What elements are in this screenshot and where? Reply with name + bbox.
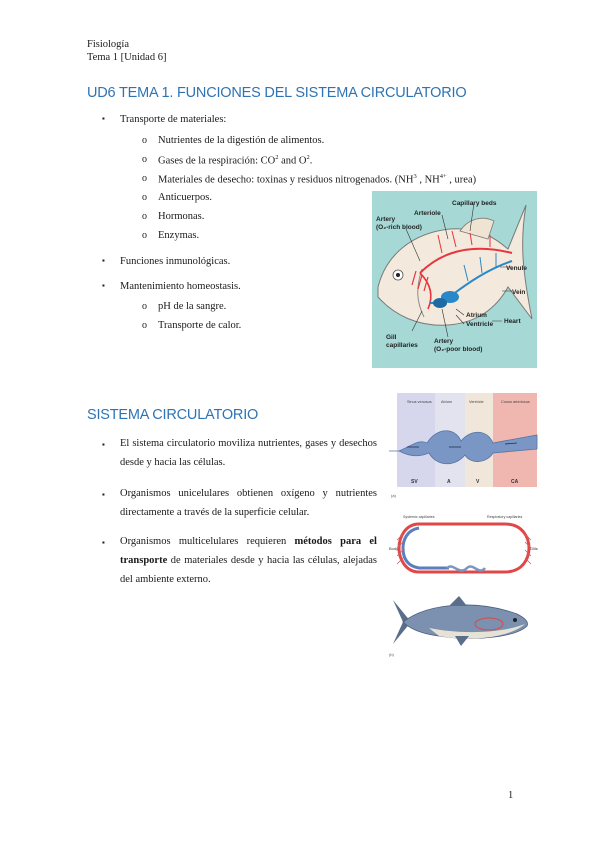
tuna-belly (429, 624, 525, 639)
dorsal-artery (419, 247, 513, 274)
label-sinus-venosus: Sinus venosus (407, 400, 432, 404)
ventricle-shape (433, 298, 447, 308)
tuna-eye (513, 618, 517, 622)
bullet-icon: ▪ (102, 538, 105, 547)
label-ventricle: Ventricle (466, 321, 493, 328)
single-circulation-circuit-figure: Systemic capillaries Respiratory capilla… (389, 515, 538, 574)
label-gills: Gills (530, 546, 538, 551)
label-body: Body (389, 546, 398, 551)
circle-bullet-icon: o (142, 192, 147, 203)
bullet-icon: ▪ (102, 281, 105, 290)
respiratory-capillaries (524, 533, 532, 565)
label-artery-poor-note: (O₂-poor blood) (434, 346, 482, 353)
blood-circuit-blue (401, 526, 449, 570)
label-systemic-capillaries: Systemic capillaries (403, 515, 435, 519)
label-atrium-top: Atrium (441, 400, 452, 404)
label-conus-arteriosus: Conus arteriosus (501, 400, 530, 404)
header-topic: Tema 1 [Unidad 6] (87, 52, 167, 63)
paragraph-circulatory-function: El sistema circulatorio moviliza nutrien… (120, 438, 377, 468)
page-number: 1 (508, 790, 514, 801)
label-atrium: Atrium (466, 312, 487, 319)
label-respiratory-capillaries: Respiratory capillaries (487, 515, 523, 519)
label-ventricle-top: Ventricle (469, 400, 484, 404)
label-leaders (405, 202, 512, 338)
label-a: A (447, 479, 451, 485)
fish-heart-chambers-figure: Sinus venosus Atrium Ventricle Conus art… (389, 393, 538, 498)
circle-bullet-icon: o (142, 173, 147, 184)
fish-circulation-figure: Capillary beds Arteriole Artery (O₂-rich… (372, 191, 537, 368)
gill-arteries (411, 270, 429, 292)
label-gill: Gill (386, 334, 397, 341)
label-ca: CA (511, 479, 519, 485)
label-capillary-beds: Capillary beds (452, 200, 497, 207)
heart-tube (389, 430, 538, 465)
label-heart: Heart (504, 318, 521, 325)
systemic-capillaries (396, 533, 404, 565)
label-artery-rich: Artery (376, 216, 396, 223)
fish-body (377, 204, 533, 326)
paragraph-multicellular: Organismos multicelulares requieren méto… (120, 536, 377, 585)
circle-bullet-icon: o (142, 154, 147, 165)
circle-bullet-icon: o (142, 301, 147, 312)
label-v: V (476, 479, 480, 485)
circle-bullet-icon: o (142, 135, 147, 146)
section-title-circulatory: SISTEMA CIRCULATORIO (87, 407, 259, 423)
vein-branches (463, 253, 497, 282)
blood-circuit-red (397, 522, 531, 574)
circle-bullet-icon: o (142, 211, 147, 222)
tuna-circulation-loop (474, 617, 504, 631)
header-subject: Fisiología (87, 39, 130, 50)
label-arteriole: Arteriole (414, 210, 441, 217)
bullet-icon: ▪ (102, 256, 105, 265)
bullet-icon: ▪ (102, 490, 105, 499)
panel-label-a: (a) (391, 493, 397, 498)
label-sv: SV (411, 479, 418, 485)
heart-in-circuit (446, 565, 486, 572)
paragraph-unicellular: Organismos unicelulares obtienen oxígeno… (120, 488, 377, 518)
flow-arrows (407, 442, 518, 448)
label-venule: Venule (506, 265, 527, 272)
circle-bullet-icon: o (142, 320, 147, 331)
label-vein: Vein (512, 289, 525, 296)
circle-bullet-icon: o (142, 230, 147, 241)
tuna-fish-figure: (b) (389, 596, 528, 657)
label-artery-rich-note: (O₂-rich blood) (376, 224, 422, 231)
dorsal-fin (459, 217, 495, 240)
label-artery-poor: Artery (434, 338, 454, 345)
artery-branches (437, 230, 491, 254)
section-title-functions: UD6 TEMA 1. FUNCIONES DEL SISTEMA CIRCUL… (87, 85, 467, 101)
fish-pupil (396, 273, 400, 277)
bullet-icon: ▪ (102, 114, 105, 123)
label-gill-capillaries: capillaries (386, 342, 418, 349)
tuna-fins (449, 596, 469, 646)
panel-label-b: (b) (389, 652, 395, 657)
bullet-icon: ▪ (102, 440, 105, 449)
